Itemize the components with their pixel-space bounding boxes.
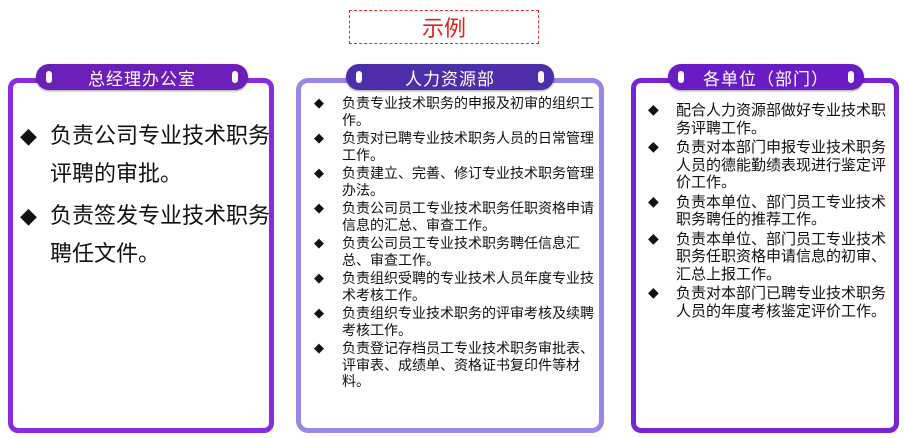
duty-item: ◆ 负责专业技术职务的申报及初审的组织工作。: [312, 96, 594, 129]
duty-text: 负责建立、完善、修订专业技术职务管理办法。: [342, 166, 594, 199]
duty-text: 负责签发专业技术职务聘任文件。: [50, 204, 271, 267]
duty-text: 负责对已聘专业技术职务人员的日常管理工作。: [342, 131, 594, 164]
units-duty-list: ◆ 配合人力资源部做好专业技术职务评聘工作。 ◆ 负责对本部门申报专业技术职务人员的…: [646, 101, 890, 322]
panel-title-text: 各单位（部门）: [703, 69, 829, 90]
hr-duty-list: ◆ 负责专业技术职务的申报及初审的组织工作。 ◆ 负责对已聘专业技术职务人员的日常管…: [312, 96, 594, 393]
diamond-bullet-icon: ◆: [20, 124, 37, 149]
diamond-bullet-icon: ◆: [314, 131, 324, 146]
diamond-bullet-icon: ◆: [648, 193, 659, 210]
diamond-bullet-icon: ◆: [314, 271, 324, 286]
diamond-bullet-icon: ◆: [648, 102, 659, 118]
duty-text: 负责公司员工专业技术职务任职资格申请信息的汇总、审查工作。: [342, 201, 594, 234]
duty-text: 负责组织专业技术职务的评审考核及续聘考核工作。: [342, 306, 594, 339]
tab-pill-icon: [678, 71, 684, 83]
duty-text: 负责对本部门已聘专业技术职务人员的年度考核鉴定评价工作。: [676, 284, 887, 320]
duty-item: ◆ 负责公司员工专业技术职务任职资格申请信息的汇总、审查工作。: [312, 201, 594, 234]
panel-units-departments: [631, 78, 899, 433]
panel-general-manager-office: [8, 78, 274, 433]
panel-title-text: 人力资源部: [405, 69, 495, 90]
duty-text: 负责本单位、部门员工专业技术职务聘任的推荐工作。: [676, 192, 887, 228]
duty-item: ◆ 负责登记存档员工专业技术职务审批表、评审表、成绩单、资格证书复印件等材料。: [312, 341, 594, 391]
duty-item: ◆ 负责建立、完善、修订专业技术职务管理办法。: [312, 166, 594, 199]
duty-text: 负责公司员工专业技术职务聘任信息汇总、审查工作。: [342, 236, 580, 269]
diamond-bullet-icon: ◆: [648, 230, 659, 247]
diamond-bullet-icon: ◆: [314, 96, 324, 111]
duty-text: 负责本单位、部门员工专业技术职务任职资格申请信息的初审、汇总上报工作。: [676, 229, 887, 283]
panel-title-units-departments: 各单位（部门）: [668, 64, 864, 90]
duty-item: ◆ 负责公司员工专业技术职务聘任信息汇总、审查工作。: [312, 236, 594, 269]
panel-title-general-manager-office: 总经理办公室: [36, 64, 248, 90]
panel-title-hr-department: 人力资源部: [346, 64, 554, 90]
duty-item: ◆ 负责对本部门已聘专业技术职务人员的年度考核鉴定评价工作。: [646, 284, 890, 320]
panel-title-text: 总经理办公室: [88, 69, 196, 90]
tab-pill-icon: [356, 71, 362, 83]
general-manager-duty-list: ◆ 负责公司专业技术职务评聘的审批。 ◆ 负责签发专业技术职务聘任文件。: [20, 118, 270, 278]
duty-item: ◆ 负责对本部门申报专业技术职务人员的德能勤绩表现进行鉴定评价工作。: [646, 138, 890, 192]
duty-text: 配合人力资源部做好专业技术职务评聘工作。: [676, 101, 887, 137]
duty-text: 负责对本部门申报专业技术职务人员的德能勤绩表现进行鉴定评价工作。: [676, 138, 887, 191]
duty-item: ◆ 负责组织专业技术职务的评审考核及续聘考核工作。: [312, 306, 594, 339]
duty-item: ◆ 负责公司专业技术职务评聘的审批。: [20, 118, 270, 194]
diamond-bullet-icon: ◆: [314, 166, 324, 181]
diamond-bullet-icon: ◆: [314, 201, 324, 216]
diamond-bullet-icon: ◆: [648, 285, 659, 301]
duty-text: 负责登记存档员工专业技术职务审批表、评审表、成绩单、资格证书复印件等材料。: [342, 341, 594, 390]
duty-item: ◆ 配合人力资源部做好专业技术职务评聘工作。: [646, 101, 890, 137]
duty-item: ◆ 负责对已聘专业技术职务人员的日常管理工作。: [312, 131, 594, 164]
tab-pill-icon: [848, 71, 854, 83]
duty-text: 负责专业技术职务的申报及初审的组织工作。: [342, 96, 594, 129]
tab-pill-icon: [46, 71, 52, 83]
duty-text: 负责组织受聘的专业技术人员年度专业技术考核工作。: [342, 271, 594, 304]
duty-item: ◆ 负责签发专业技术职务聘任文件。: [20, 198, 270, 274]
panel-hr-department: [296, 78, 604, 433]
duty-item: ◆ 负责本单位、部门员工专业技术职务任职资格申请信息的初审、汇总上报工作。: [646, 229, 890, 284]
duty-item: ◆ 负责本单位、部门员工专业技术职务聘任的推荐工作。: [646, 192, 890, 229]
diamond-bullet-icon: ◆: [648, 139, 659, 155]
duty-text: 负责公司专业技术职务评聘的审批。: [50, 124, 271, 187]
diamond-bullet-icon: ◆: [314, 236, 324, 251]
tab-pill-icon: [232, 71, 238, 83]
duty-item: ◆ 负责组织受聘的专业技术人员年度专业技术考核工作。: [312, 271, 594, 304]
diamond-bullet-icon: ◆: [20, 204, 37, 229]
example-label: 示例: [349, 10, 539, 44]
tab-pill-icon: [538, 71, 544, 83]
diamond-bullet-icon: ◆: [314, 306, 324, 321]
diamond-bullet-icon: ◆: [314, 341, 324, 356]
